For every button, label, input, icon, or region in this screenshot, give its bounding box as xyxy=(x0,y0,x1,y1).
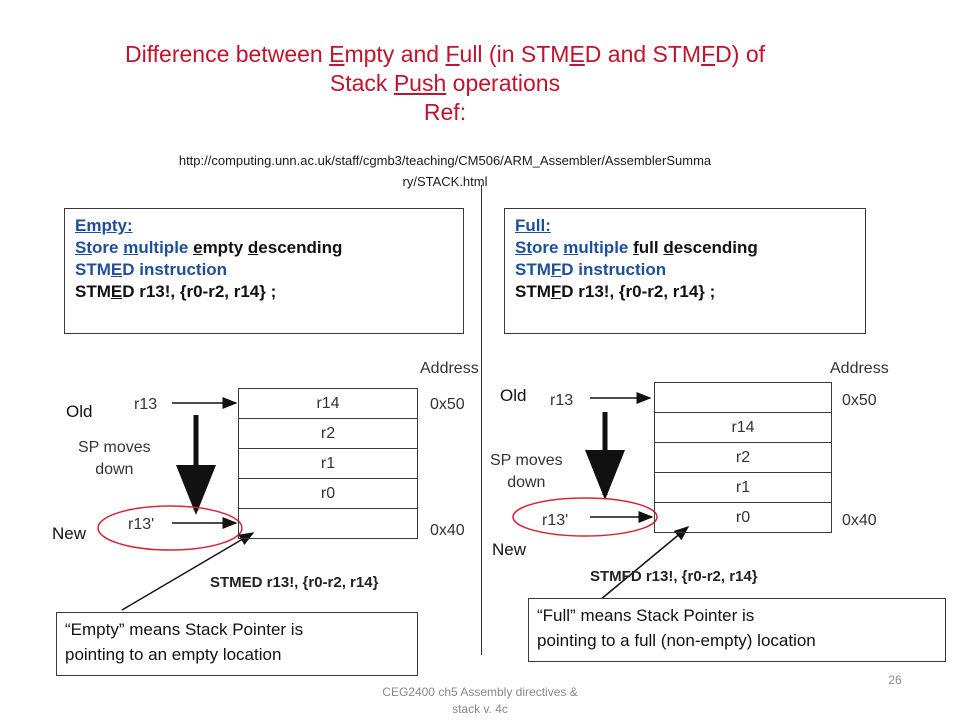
left-stack-cell: r14 xyxy=(238,389,418,419)
right-note-pointer xyxy=(599,526,690,601)
left-addr-lo: 0x40 xyxy=(430,522,465,539)
left-new-circle xyxy=(97,505,243,551)
left-stack-cell: r0 xyxy=(238,479,418,509)
right-stack-cell xyxy=(654,383,832,413)
right-stack-cell: r1 xyxy=(654,473,832,503)
left-addr-hi: 0x50 xyxy=(430,396,465,413)
footer-course-label: CEG2400 ch5 Assembly directives &stack v… xyxy=(382,685,578,716)
left-address-label: Address xyxy=(420,360,479,377)
right-new-circle xyxy=(512,497,658,537)
left-r13p-label: r13' xyxy=(128,516,155,533)
right-old-label: Old xyxy=(500,386,527,405)
left-old-label: Old xyxy=(66,402,93,421)
right-addr-lo: 0x40 xyxy=(842,512,877,529)
reference-url: http://computing.unn.ac.uk/staff/cgmb3/t… xyxy=(178,153,712,189)
right-r13p-label: r13' xyxy=(542,512,569,529)
right-new-label: New xyxy=(492,540,527,559)
slide-title: Difference between Empty and Full (in ST… xyxy=(124,41,766,125)
right-stack-cell: r14 xyxy=(654,413,832,443)
right-r13-label: r13 xyxy=(550,392,574,409)
right-address-label: Address xyxy=(830,360,889,377)
center-divider xyxy=(481,185,482,655)
empty-description-box: Empty: Store multiple empty descending S… xyxy=(64,208,464,334)
right-caption: STMFD r13!, {r0-r2, r14} xyxy=(590,568,758,585)
left-stack: r14 r2 r1 r0 xyxy=(238,388,418,541)
full-description-box: Full: Store multiple full descending STM… xyxy=(504,208,866,334)
right-stack-cell: r2 xyxy=(654,443,832,473)
left-stack-cell: r1 xyxy=(238,449,418,479)
left-caption: STMED r13!, {r0-r2, r14} xyxy=(210,574,379,591)
left-new-label: New xyxy=(52,524,87,543)
right-stack: r14 r2 r1 r0 xyxy=(654,382,832,535)
left-note-pointer xyxy=(121,532,255,611)
right-addr-hi: 0x50 xyxy=(842,392,877,409)
right-stack-cell: r0 xyxy=(654,503,832,533)
left-stack-cell xyxy=(238,509,418,539)
page-number: 26 xyxy=(888,673,902,687)
left-r13-label: r13 xyxy=(134,396,158,413)
left-stack-cell: r2 xyxy=(238,419,418,449)
